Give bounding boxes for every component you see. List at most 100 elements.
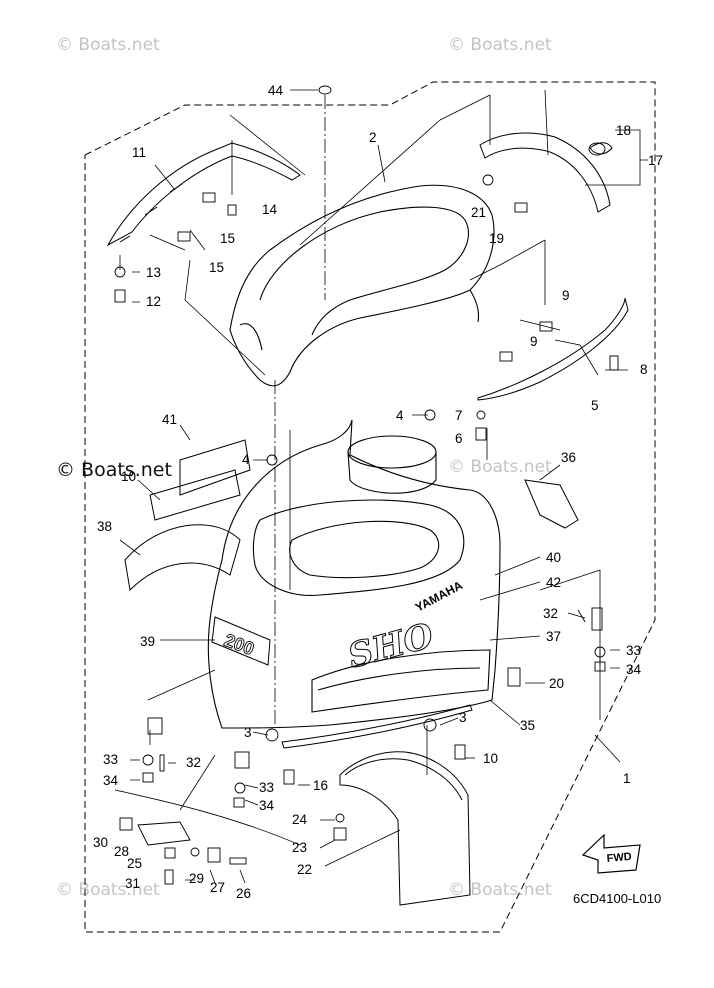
pin-32a [577,609,586,623]
pin-32b [159,754,165,772]
callout-10: 10 [483,751,498,766]
callout-32a: 32 [543,606,558,621]
callout-14: 14 [262,202,278,217]
callout-numbers: 44 2 18 17 11 14 21 15 15 19 13 12 9 9 8… [93,83,663,901]
washer-13 [114,266,126,278]
bolt-31 [164,869,174,885]
bottom-cowling [207,419,501,729]
callout-34a: 34 [626,662,642,677]
hp-logo: 200 [222,630,257,659]
bolt-16 [283,769,295,785]
grommet-18 [588,142,606,156]
callout-2: 2 [369,130,377,145]
watermark-bottom-right: © Boats.net [448,880,552,900]
callout-8: 8 [640,362,648,377]
fwd-arrow [581,833,641,874]
latch-center [234,751,250,769]
washer-33b [142,754,154,766]
washer-4a [424,409,436,421]
callout-4a: 4 [396,408,404,423]
bolt-6 [475,427,487,441]
decal-36 [524,479,579,529]
callout-9b: 9 [530,334,538,349]
washer-3a [265,728,279,742]
clip-15a [202,192,216,203]
clip-15b [177,231,191,242]
callout-30: 30 [93,835,108,850]
watermark-top-right: © Boats.net [448,35,552,55]
washer-7 [476,410,486,420]
fwd-label: FWD [606,851,632,865]
callout-19: 19 [489,231,504,246]
callout-5: 5 [591,398,599,413]
washer-29 [190,847,200,857]
right-lower-rail [477,297,629,401]
callout-31: 31 [125,876,140,891]
clip-9b [499,351,513,362]
clip-9a [539,321,553,332]
nut-34a [594,661,606,672]
callout-35: 35 [520,718,535,733]
diagram-code: 6CD4100-L010 [573,891,662,906]
washer-33c [234,782,246,794]
bolt-14 [227,204,237,216]
brand-logo: YAMAHA [413,578,465,615]
collar-27 [207,847,221,863]
callout-15b: 15 [209,260,224,275]
decal-38 [124,524,241,592]
seal-strip [281,704,473,749]
callout-28: 28 [114,844,129,859]
grommet-44 [318,85,332,95]
clip-19 [514,202,528,213]
callout-33c: 33 [259,780,274,795]
watermark-mid-right: © Boats.net [448,457,552,477]
callout-16: 16 [313,778,328,793]
top-cowling [229,184,495,387]
washer-24 [335,813,345,823]
callout-15a: 15 [220,231,235,246]
callout-42: 42 [546,575,561,590]
callout-38: 38 [97,519,112,534]
bolt-12 [114,289,126,303]
latch-right [591,607,603,631]
washer-4b [266,454,278,466]
lower-bracket [339,751,471,906]
callout-39: 39 [140,634,155,649]
decal-41 [179,439,251,496]
callout-12: 12 [146,294,161,309]
callout-37: 37 [546,629,561,644]
bolt-8 [609,355,619,371]
callout-4b: 4 [242,452,250,467]
callout-40: 40 [546,550,561,565]
callout-21: 21 [471,205,486,220]
callout-13: 13 [146,265,161,280]
watermark-top-left: © Boats.net [56,35,160,55]
callout-25: 25 [127,856,142,871]
plate-28 [137,821,191,846]
washer-21 [482,174,494,186]
callout-36: 36 [561,450,576,465]
model-logo: SHO [344,616,438,677]
callout-24: 24 [292,812,308,827]
callout-23: 23 [292,840,307,855]
nut-34c [233,797,245,808]
hook-25 [164,847,176,859]
assembly-boundary [84,81,656,933]
callout-7: 7 [455,408,463,423]
nut-30 [119,817,133,831]
callout-17: 17 [648,153,663,168]
callout-9a: 9 [562,288,570,303]
latch-left [147,717,163,735]
callout-1: 1 [623,771,631,786]
callout-32b: 32 [186,755,201,770]
right-rail [479,132,613,213]
callout-3b: 3 [244,725,252,740]
callout-27: 27 [210,880,225,895]
callout-6: 6 [455,431,463,446]
bolt-20 [507,667,521,687]
callout-33b: 33 [103,752,118,767]
callout-29: 29 [189,871,204,886]
washer-3b [423,718,437,732]
washer-33a [594,646,606,658]
